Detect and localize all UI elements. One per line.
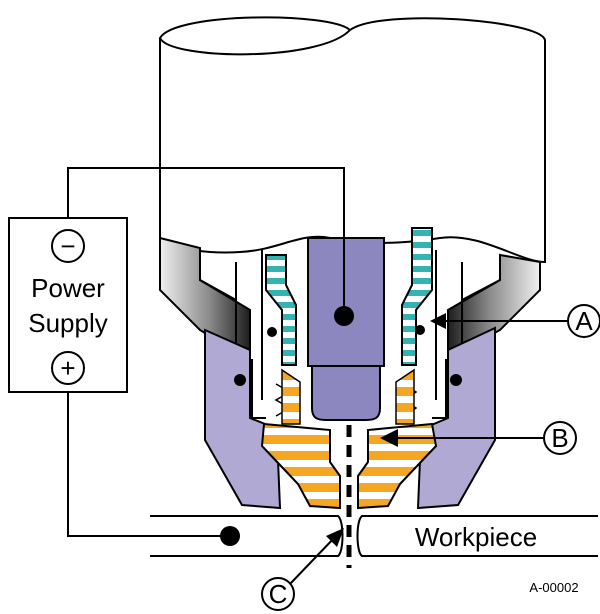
positive-sign: + bbox=[60, 353, 75, 383]
power-supply-label-line2: Supply bbox=[28, 308, 108, 338]
o-rings bbox=[234, 325, 462, 386]
callout-a-label: A bbox=[575, 306, 593, 336]
callout-b-label: B bbox=[551, 423, 568, 453]
callout-c: C bbox=[261, 528, 344, 611]
torch-body bbox=[159, 16, 546, 264]
workpiece bbox=[150, 515, 598, 557]
workpiece-connection-dot bbox=[220, 526, 240, 546]
figure-id: A-00002 bbox=[529, 580, 578, 595]
negative-terminal-symbol bbox=[51, 229, 85, 263]
callout-b: B bbox=[380, 421, 577, 455]
power-supply: − Power Supply + bbox=[8, 217, 128, 393]
wiring bbox=[67, 167, 345, 537]
negative-sign: − bbox=[60, 231, 75, 261]
callout-a: A bbox=[430, 304, 600, 338]
electrode bbox=[307, 237, 385, 421]
electrode-connection-dot bbox=[334, 306, 354, 326]
power-supply-label-line1: Power bbox=[31, 273, 105, 303]
workpiece-label: Workpiece bbox=[415, 522, 537, 552]
cutting-tip bbox=[260, 368, 438, 510]
callout-c-label: C bbox=[269, 579, 288, 609]
swirl-ring bbox=[265, 227, 433, 366]
retaining-cup bbox=[204, 326, 496, 510]
positive-terminal-symbol bbox=[51, 351, 85, 385]
